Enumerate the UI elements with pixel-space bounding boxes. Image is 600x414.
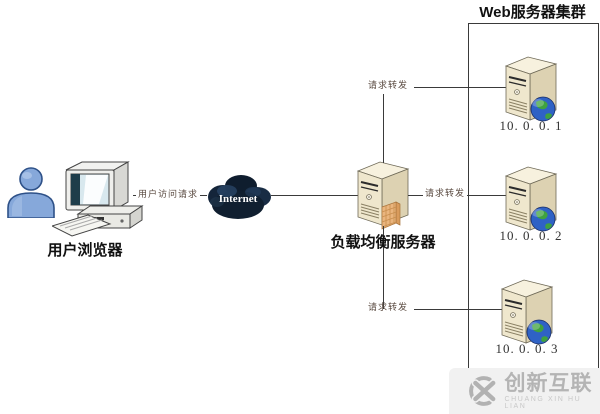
link-lb-server3-vertical [383,226,384,309]
load-balancer-icon [356,161,410,230]
web-cluster-box [468,23,599,369]
user-request-label: 用户访问请求 [136,189,201,200]
link-internet-lb [271,195,358,196]
web-server-3-icon [500,279,554,345]
watermark-logo-icon [469,376,497,406]
user-browser-label: 用户浏览器 [47,242,123,259]
load-balancer-label: 负载均衡服务器 [330,234,436,251]
web-server-2-icon [504,166,558,232]
forward-label-3: 请求转发 [368,302,409,312]
user-person-icon [7,167,55,218]
server-3-ip: 10. 0. 0. 3 [495,341,559,356]
forward-label-2: 请求转发 [423,188,468,199]
watermark-brand-latin: CHUANG XIN HU LIAN [504,395,582,410]
link-lb-server1-horizontal [414,87,508,88]
web-server-1-icon [504,56,558,122]
link-lb-server1-vertical [383,94,384,163]
forward-label-1: 请求转发 [366,80,411,91]
web-cluster-title: Web服务器集群 [479,4,586,21]
watermark-brand: 创新互联 [504,371,593,395]
watermark: 创新互联 CHUANG XIN HU LIAN [449,368,600,414]
internet-label: Internet [219,193,258,205]
user-computer-icon [52,161,144,237]
internet-cloud-icon: Internet [208,175,271,219]
server-1-ip: 10. 0. 0. 1 [499,118,563,133]
link-lb-server3-horizontal [414,309,504,310]
server-2-ip: 10. 0. 0. 2 [499,228,563,243]
